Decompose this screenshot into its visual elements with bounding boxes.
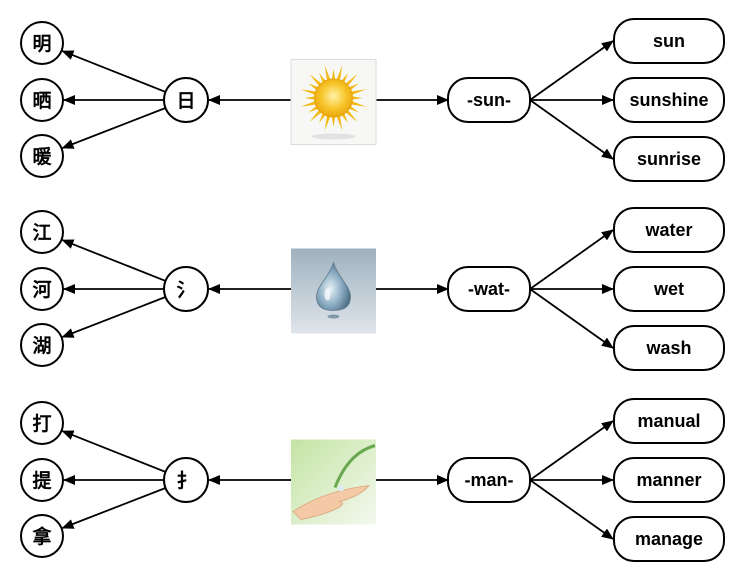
root-node	[447, 77, 531, 123]
radical-node	[163, 77, 209, 123]
radical-node	[163, 266, 209, 312]
root-to-word-arrow	[529, 420, 614, 481]
sun-ray	[309, 73, 323, 87]
sun-ray	[304, 96, 316, 100]
character-node	[20, 458, 64, 502]
sun-ray	[308, 105, 319, 113]
sun-ray	[331, 69, 336, 81]
sun-ray	[324, 65, 331, 82]
sun-ray	[340, 112, 348, 124]
root-label: -man-	[465, 470, 514, 490]
sun-ray	[319, 112, 327, 124]
sun-ray	[300, 89, 317, 96]
sun-ray	[336, 114, 343, 131]
radical-label: 日	[176, 90, 195, 112]
sun-ray	[331, 115, 336, 127]
word-node	[613, 457, 725, 503]
root-to-word-arrow	[529, 99, 614, 160]
character-node	[20, 21, 64, 65]
root-label: -wat-	[468, 279, 510, 299]
character-label: 打	[32, 412, 51, 435]
word-node	[613, 207, 725, 253]
word-node	[613, 18, 725, 64]
word-label: wash	[645, 338, 691, 358]
root-to-word-arrow	[529, 288, 614, 349]
word-label: sun	[653, 31, 685, 51]
word-label: sunshine	[629, 90, 708, 110]
radical-label: 氵	[176, 279, 195, 301]
root-to-word-arrow	[529, 229, 614, 290]
radical-to-character-arrow	[61, 107, 166, 149]
root-label: -sun-	[467, 90, 511, 110]
root-node	[447, 457, 531, 503]
sun-ray	[344, 73, 358, 87]
sun-ray	[348, 83, 359, 91]
sun-ray	[344, 109, 358, 123]
word-node	[613, 136, 725, 182]
sun-ray	[340, 72, 348, 84]
sun-shadow	[311, 133, 356, 140]
sun-ray	[319, 72, 327, 84]
sun-ray	[348, 105, 359, 113]
root-node	[447, 266, 531, 312]
word-label: manual	[637, 411, 700, 431]
word-node	[613, 266, 725, 312]
sun-ray	[324, 114, 331, 131]
character-label: 拿	[31, 525, 52, 548]
character-node	[20, 514, 64, 558]
sun-ray	[308, 83, 319, 91]
sun-ray	[351, 96, 363, 100]
water-drop-icon	[291, 248, 376, 334]
word-label: water	[644, 220, 692, 240]
character-node	[20, 78, 64, 122]
character-node	[20, 323, 64, 367]
word-label: manner	[636, 470, 701, 490]
radical-to-character-arrow	[61, 50, 166, 93]
radical-to-character-arrow	[61, 296, 166, 338]
root-to-word-arrow	[529, 479, 614, 540]
character-label: 湖	[32, 335, 51, 357]
hand-icon	[291, 439, 376, 525]
drop-splash	[327, 314, 340, 319]
drop-highlight	[324, 288, 331, 301]
word-label: wet	[653, 279, 684, 299]
sun-ray	[350, 89, 367, 96]
radical-to-character-arrow	[61, 487, 166, 529]
character-label: 河	[32, 279, 51, 301]
water-bead	[338, 485, 344, 492]
character-node	[20, 210, 64, 254]
open-hand	[292, 484, 370, 520]
radical-to-character-arrow	[61, 430, 166, 473]
character-node	[20, 401, 64, 445]
radical-node	[163, 457, 209, 503]
root-to-word-arrow	[529, 40, 614, 101]
sun-ray	[350, 100, 367, 107]
sun-core	[314, 78, 353, 118]
character-node	[20, 134, 64, 178]
character-label: 晒	[32, 90, 51, 112]
word-node	[613, 516, 725, 562]
word-node	[613, 398, 725, 444]
character-label: 明	[32, 33, 51, 55]
diagram-row: 打提拿 扌 -man-manual manner manage	[20, 398, 725, 562]
radical-to-character-arrow	[61, 239, 166, 282]
character-node	[20, 267, 64, 311]
diagram-row: 江河湖 氵 -wat-water wet wash	[20, 207, 725, 371]
plant-stem	[333, 444, 376, 489]
water-drop	[316, 261, 351, 311]
word-node	[613, 325, 725, 371]
radical-label: 扌	[176, 469, 195, 492]
word-label: manage	[635, 529, 703, 549]
sun-icon	[290, 59, 377, 145]
character-label: 江	[32, 222, 51, 244]
sun-ray	[309, 109, 323, 123]
character-label: 暖	[32, 145, 52, 168]
sun-ray	[336, 65, 343, 82]
diagram-row: 明晒暖 日 -sun-sun sunshine sunrise	[20, 18, 725, 182]
word-node	[613, 77, 725, 123]
word-label: sunrise	[637, 149, 701, 169]
character-label: 提	[32, 469, 52, 492]
sun-ray	[300, 100, 317, 107]
